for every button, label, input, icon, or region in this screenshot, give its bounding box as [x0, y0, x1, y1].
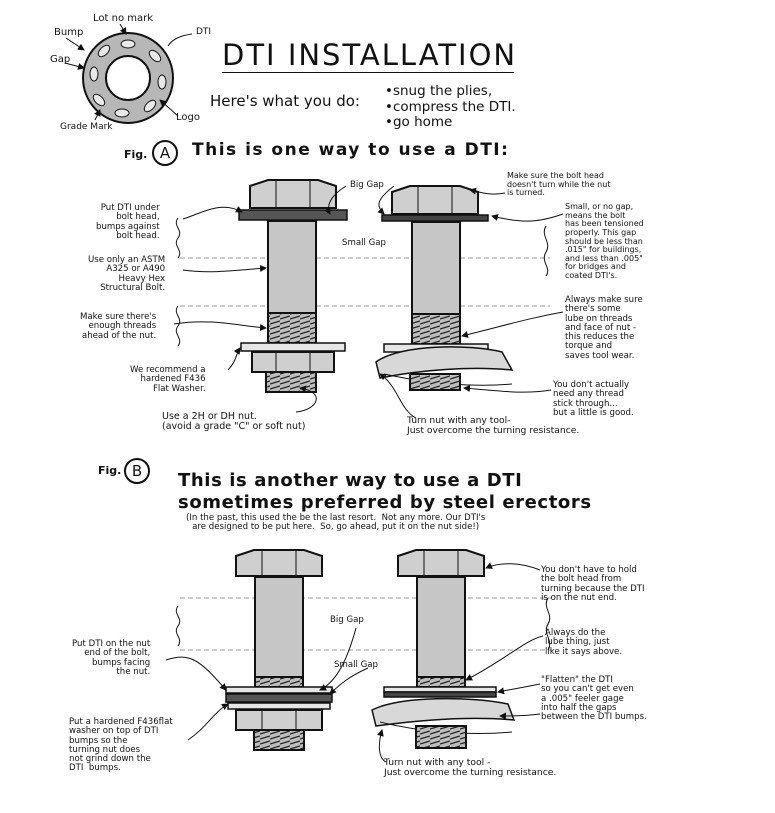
- step-item: go home: [385, 115, 516, 131]
- fig-a-callout-stick: You don't actually need any thread stick…: [553, 380, 634, 418]
- fig-b-small-gap: Small Gap: [334, 660, 378, 670]
- step-item: snug the plies,: [385, 83, 516, 100]
- fig-a-callout-tension: Small, or no gap, means the bolt has bee…: [565, 202, 644, 280]
- fig-b-callout-lube: Always do the lube thing, just like it s…: [545, 628, 623, 657]
- fig-a-callout-turn: Turn nut with any tool- Just overcome th…: [407, 415, 580, 436]
- intro-text: Here's what you do:: [210, 92, 360, 110]
- fig-a-heading: This is one way to use a DTI:: [192, 140, 510, 160]
- fig-a-callout-astm: Use only an ASTM A325 or A490 Heavy Hex …: [88, 255, 166, 293]
- fig-a-letter: A: [152, 140, 178, 166]
- fig-b-callout-hardened: Put a hardened F436flat washer on top of…: [69, 717, 173, 774]
- washer-label-lot-mark: Lot no mark: [93, 13, 154, 24]
- fig-a-callout-put-dti: Put DTI under bolt head, bumps against b…: [96, 203, 160, 241]
- washer-label-logo: Logo: [176, 112, 200, 123]
- steps-list: snug the plies, compress the DTI. go hom…: [385, 83, 516, 131]
- dti-washer: [64, 23, 193, 124]
- fig-b-heading: This is another way to use a DTI sometim…: [178, 470, 592, 513]
- fig-b-bolt-2: [371, 549, 516, 749]
- fig-a-bolt-1: [238, 179, 348, 393]
- fig-b-letter: B: [124, 458, 150, 484]
- fig-a-callout-nut: Use a 2H or DH nut. (avoid a grade "C" o…: [162, 411, 306, 433]
- washer-label-bump: Bump: [54, 27, 84, 38]
- fig-a-callout-f436: We recommend a hardened F436 Flat Washer…: [130, 365, 206, 394]
- fig-a-bolt-2: [375, 185, 514, 391]
- fig-b-callout-turn: Turn nut with any tool - Just overcome t…: [384, 757, 557, 778]
- fig-b-big-gap: Big Gap: [330, 615, 364, 625]
- fig-b-tag: Fig.: [98, 464, 122, 477]
- fig-b-note: (In the past, this used the be the last …: [186, 513, 486, 533]
- fig-b-bolt-1: [225, 549, 333, 751]
- fig-b-callout-flatten: "Flatten" the DTI so you can't get even …: [541, 675, 647, 723]
- washer-label-dti: DTI: [196, 27, 212, 37]
- page-title: DTI INSTALLATION: [222, 38, 518, 72]
- step-item: compress the DTI.: [385, 99, 516, 116]
- fig-a-big-gap: Big Gap: [350, 180, 384, 190]
- fig-a-callout-bolt-head: Make sure the bolt head doesn't turn whi…: [507, 171, 611, 198]
- title-underline: [222, 72, 514, 73]
- fig-a-callout-threads: Make sure there's enough threads ahead o…: [80, 312, 157, 341]
- fig-a-callout-lube: Always make sure there's some lube on th…: [565, 295, 643, 361]
- washer-label-grade-mark: Grade Mark: [60, 122, 113, 132]
- fig-b-callout-put-dti: Put DTI on the nut end of the bolt, bump…: [72, 639, 151, 677]
- fig-a-small-gap: Small Gap: [342, 238, 386, 248]
- washer-label-gap: Gap: [50, 54, 71, 65]
- fig-a-tag: Fig.: [124, 148, 148, 161]
- fig-b-callout-hold: You don't have to hold the bolt head fro…: [541, 565, 645, 603]
